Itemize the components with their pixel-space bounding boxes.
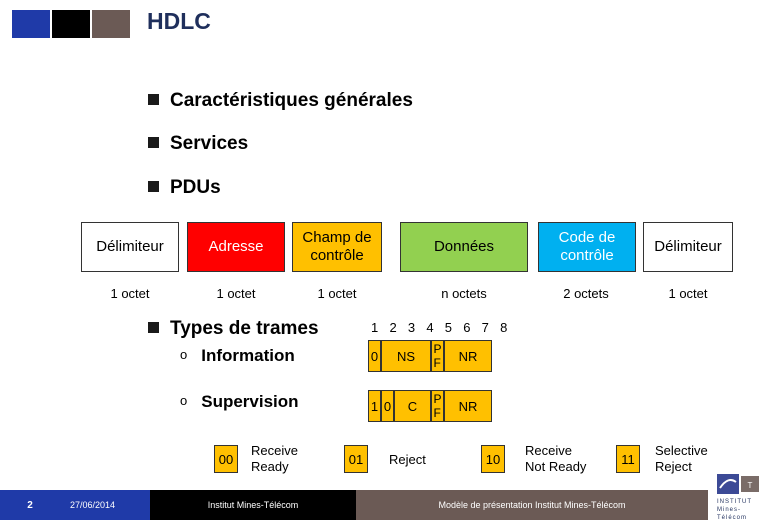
legend-code-00: 00 [214, 445, 238, 473]
institut-logo: T INSTITUT Mines-Télécom [717, 474, 761, 521]
bullet-types-de-trames: Types de trames [148, 318, 319, 340]
size-adresse: 1 octet [216, 286, 256, 301]
footer-org-block: Institut Mines-Télécom [150, 490, 356, 520]
header-block-blue [12, 10, 50, 38]
sup-pf: P F [431, 390, 444, 422]
legend-code-11: 11 [616, 445, 640, 473]
sup-nr: NR [444, 390, 492, 422]
footer-template-block: Modèle de présentation Institut Mines-Té… [356, 490, 708, 520]
legend-text-01: Reject [389, 452, 426, 467]
info-bit-0: 0 [368, 340, 381, 372]
size-code-controle: 2 octets [563, 286, 609, 301]
sup-bit-1: 1 [368, 390, 381, 422]
field-champ-controle: Champ de contrôle [292, 222, 382, 272]
bullet-caracteristiques: Caractéristiques générales [148, 90, 413, 112]
header-block-brown [92, 10, 130, 38]
field-code-controle: Code de contrôle [538, 222, 636, 272]
field-delimiteur-end: Délimiteur [643, 222, 733, 272]
bit-numbers: 1 2 3 4 5 6 7 8 [371, 320, 512, 335]
info-nr: NR [444, 340, 492, 372]
size-champ-controle: 1 octet [317, 286, 357, 301]
legend-code-10: 10 [481, 445, 505, 473]
legend-text-00: Receive Ready [251, 443, 298, 474]
info-ns: NS [381, 340, 431, 372]
sup-bit-0: 0 [381, 390, 394, 422]
footer-template: Modèle de présentation Institut Mines-Té… [438, 500, 626, 510]
circle-bullet-icon: o [180, 393, 188, 408]
size-donnees: n octets [441, 286, 487, 301]
legend-text-11: Selective Reject [655, 443, 708, 474]
page-number: 2 [27, 499, 33, 511]
square-bullet-icon [148, 322, 159, 333]
info-pf: P F [431, 340, 444, 372]
header-block-black [52, 10, 90, 38]
bullet-services: Services [148, 133, 248, 155]
legend-code-01: 01 [344, 445, 368, 473]
square-bullet-icon [148, 94, 159, 105]
footer-date: 27/06/2014 [70, 500, 116, 510]
circle-bullet-icon: o [180, 347, 188, 362]
size-delimiteur-end: 1 octet [668, 286, 708, 301]
footer-org: Institut Mines-Télécom [207, 500, 299, 510]
footer-date-block: 27/06/2014 [60, 490, 150, 520]
field-adresse: Adresse [187, 222, 285, 272]
slide-title: HDLC [147, 8, 211, 34]
logo-emblem-icon: T [717, 474, 759, 494]
bullet-pdus: PDUs [148, 177, 221, 199]
sup-c: C [394, 390, 431, 422]
svg-text:T: T [748, 481, 753, 490]
footer-page-block: 2 [0, 490, 60, 520]
legend-text-10: Receive Not Ready [525, 443, 587, 474]
square-bullet-icon [148, 181, 159, 192]
field-donnees: Données [400, 222, 528, 272]
logo-text: INSTITUT Mines-Télécom [717, 499, 752, 521]
square-bullet-icon [148, 137, 159, 148]
field-delimiteur-start: Délimiteur [81, 222, 179, 272]
size-delimiteur-start: 1 octet [110, 286, 150, 301]
